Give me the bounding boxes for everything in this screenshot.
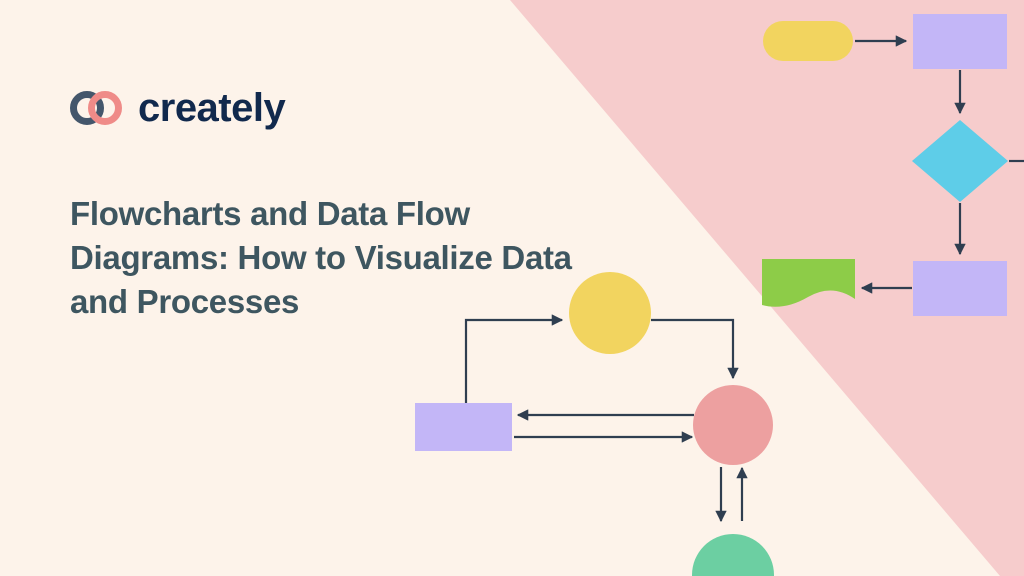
document-shape[interactable]: [762, 259, 855, 307]
decision-diamond[interactable]: [912, 120, 1008, 202]
process-box-upper[interactable]: [913, 14, 1007, 69]
connector-yellow-circle-to-pink-circle: [651, 318, 739, 380]
connector-rect-up-to-yellow-circle: [464, 314, 564, 403]
brand-wordmark: creately: [138, 86, 286, 130]
circle-pink[interactable]: [693, 385, 773, 465]
page-title: Flowcharts and Data Flow Diagrams: How t…: [70, 195, 572, 320]
circle-yellow[interactable]: [569, 272, 651, 354]
rectangle-purple[interactable]: [415, 403, 512, 451]
terminator-start[interactable]: [763, 21, 853, 61]
interlocking-rings-icon: [70, 91, 122, 125]
process-box-lower[interactable]: [913, 261, 1007, 316]
connectors-center: [464, 314, 748, 523]
brand-logo[interactable]: creately: [70, 86, 286, 130]
circle-mint[interactable]: [692, 534, 774, 576]
connectors-top-right: [855, 35, 1024, 294]
